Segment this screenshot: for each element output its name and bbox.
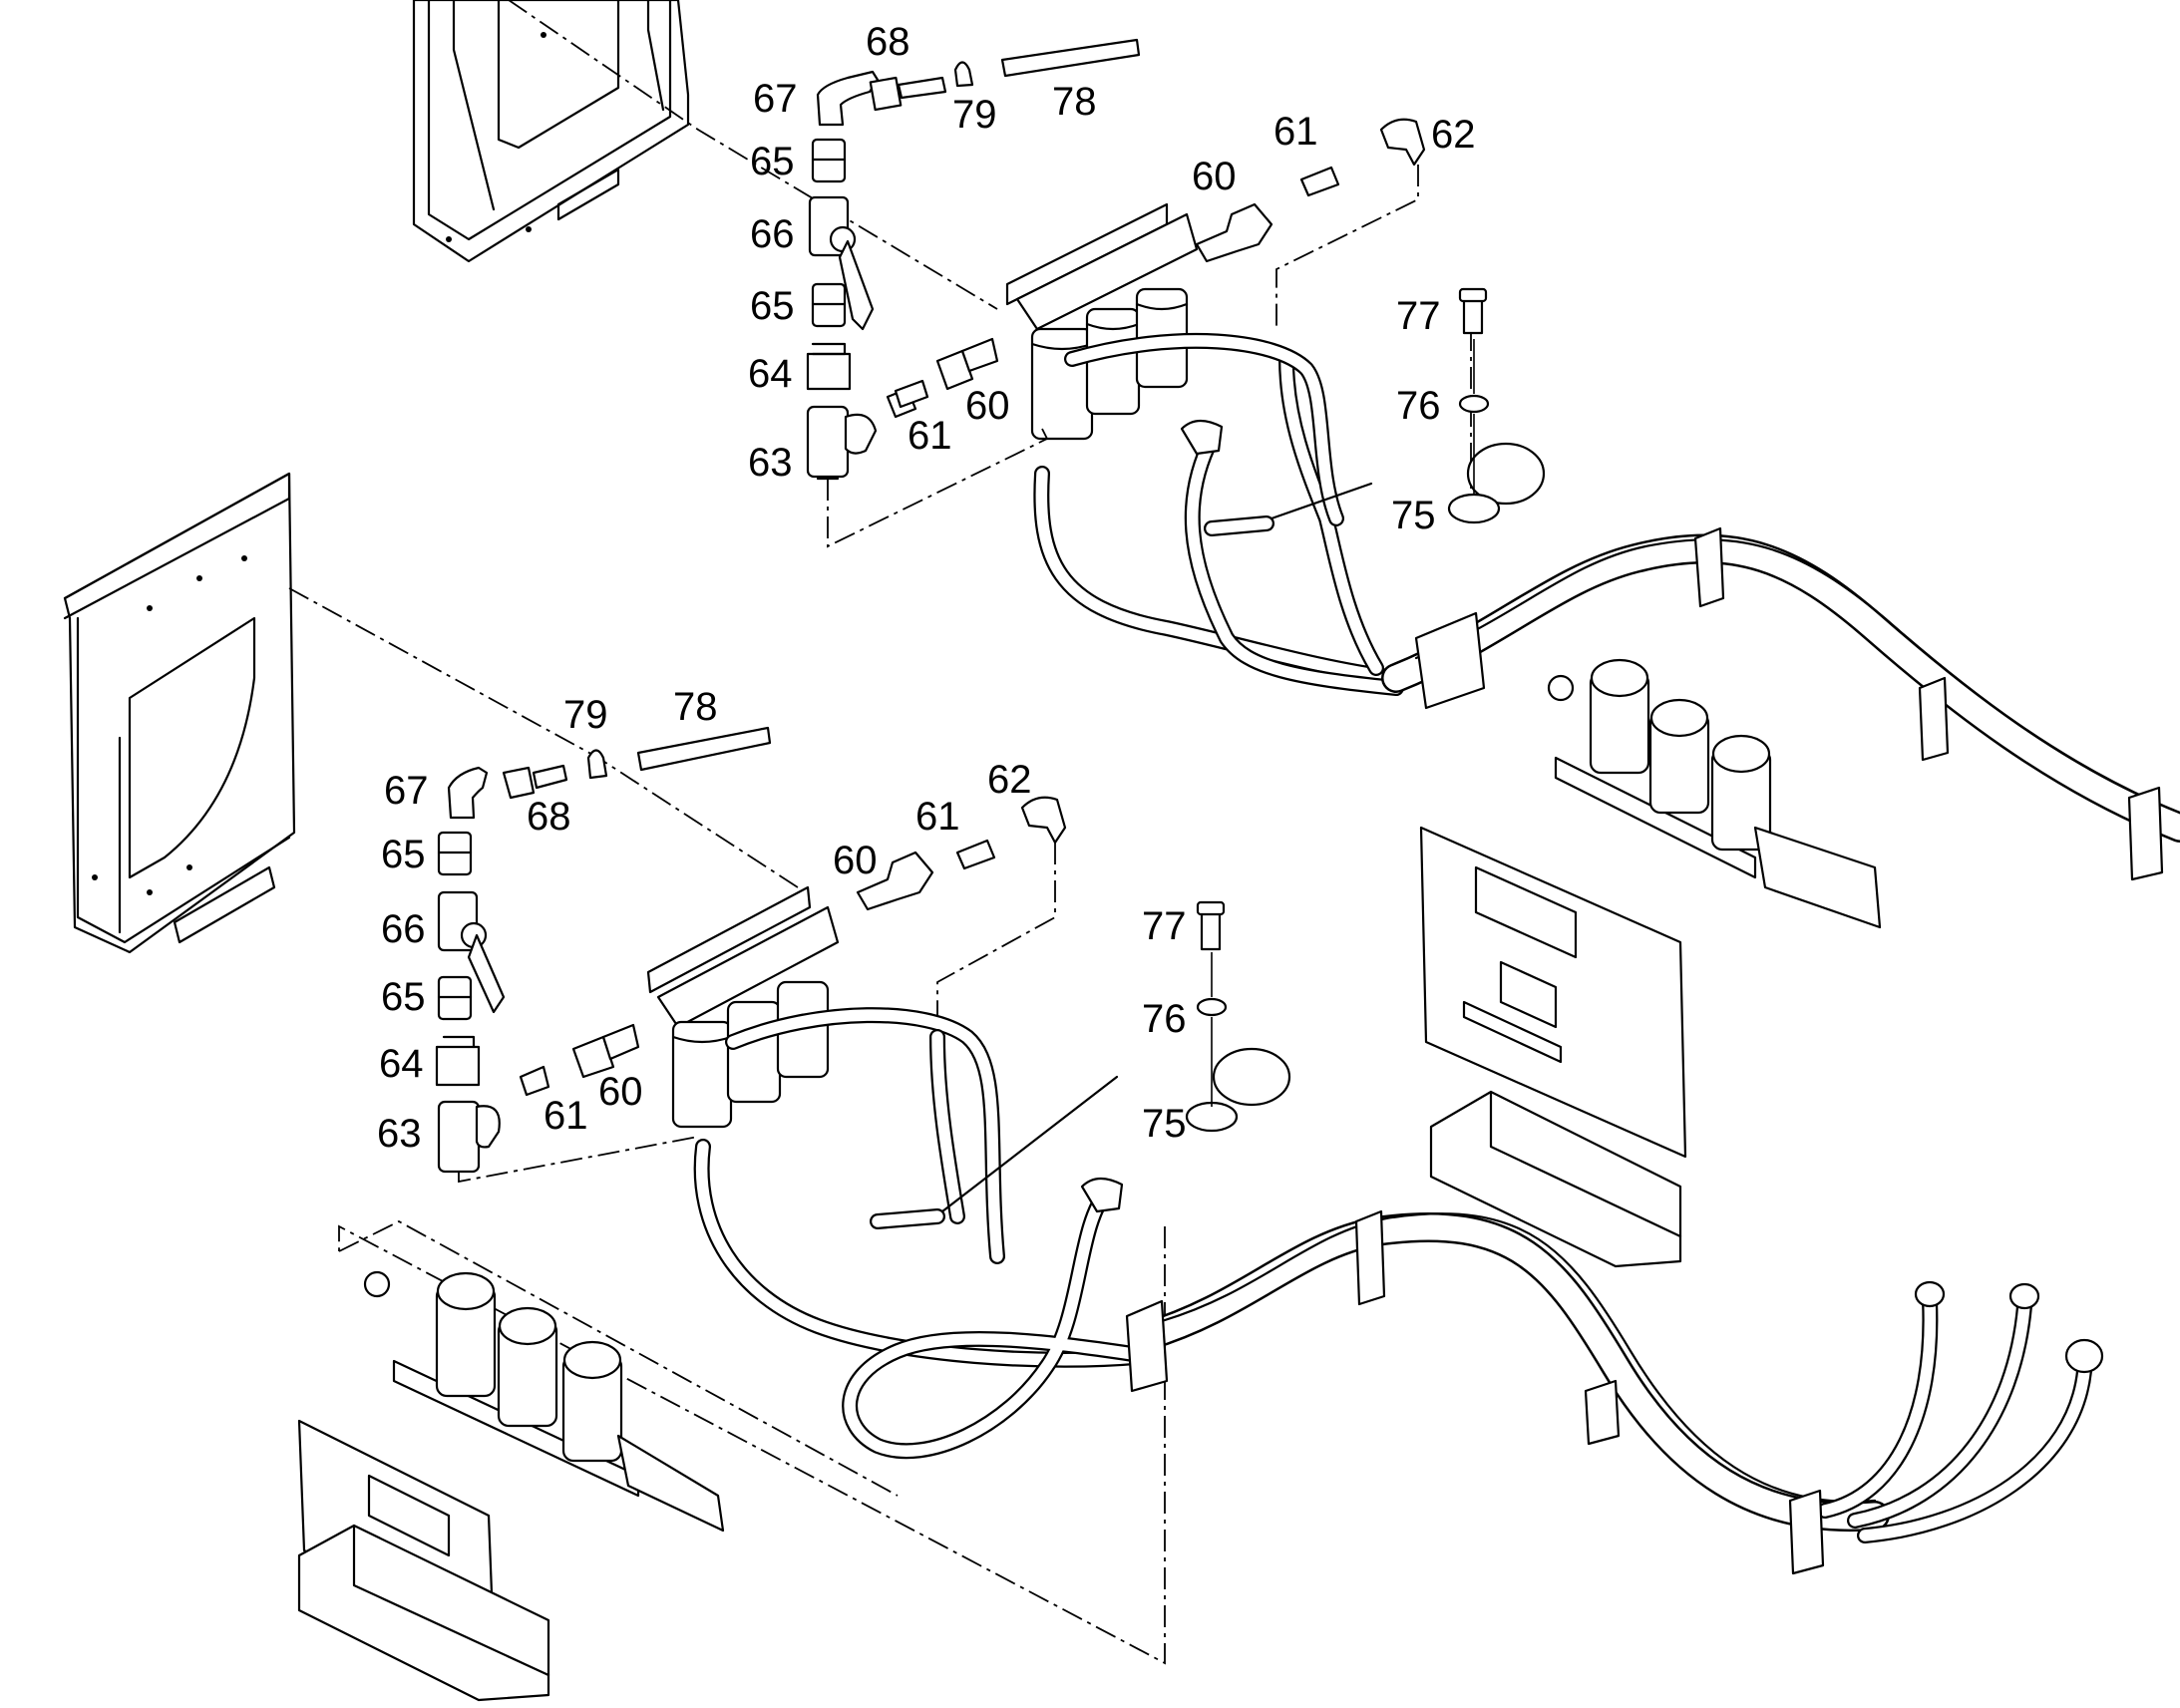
lower-clamp-hardware	[1185, 900, 1291, 1133]
callout-76-upper: 76	[1396, 384, 1441, 428]
lower-left-filter-unit	[297, 1270, 725, 1702]
callout-67-lower: 67	[384, 769, 429, 813]
callout-77-upper: 77	[1396, 294, 1441, 338]
callout-77-lower: 77	[1142, 904, 1187, 948]
callout-66-lower: 66	[381, 907, 426, 951]
callout-66-upper: 66	[750, 212, 795, 256]
lower-leader-a	[458, 1136, 699, 1184]
callout-68-upper: 68	[866, 20, 910, 64]
callout-75-lower: 75	[1142, 1102, 1187, 1146]
upper-leader-b	[1275, 165, 1419, 329]
callout-60a-lower: 60	[833, 839, 878, 882]
callout-60b-upper: 60	[965, 384, 1010, 428]
lower-assembly	[63, 472, 2104, 1702]
callout-61b-lower: 61	[544, 1094, 588, 1138]
callout-76-lower: 76	[1142, 997, 1187, 1041]
callout-61a-upper: 61	[1273, 110, 1318, 154]
upper-callouts: 68 67 79 78 65 66 65 64 63 61 60 60 61 6…	[748, 20, 1476, 537]
callout-78-upper: 78	[1052, 80, 1097, 124]
lower-mounting-bracket	[63, 472, 296, 954]
callout-63-upper: 63	[748, 441, 793, 485]
callout-61a-lower: 61	[915, 795, 960, 839]
upper-fitting-stack	[806, 38, 1141, 481]
callout-65a-upper: 65	[750, 140, 795, 183]
callout-78-lower: 78	[673, 685, 718, 729]
lower-hoses	[693, 1007, 2104, 1575]
callout-65b-lower: 65	[381, 975, 426, 1019]
callout-64-upper: 64	[748, 352, 793, 396]
upper-clamp-hardware	[1447, 287, 1546, 524]
upper-bracket-leader	[508, 0, 998, 310]
lower-leader-b	[936, 843, 1056, 1032]
callout-60b-lower: 60	[598, 1070, 643, 1114]
upper-mounting-bracket	[412, 0, 690, 263]
lower-leader-c	[338, 1224, 1166, 1665]
callout-75-upper: 75	[1391, 494, 1436, 537]
callout-68-lower: 68	[527, 795, 571, 839]
callout-67-upper: 67	[753, 77, 798, 121]
callout-63-lower: 63	[377, 1112, 422, 1156]
callout-62-lower: 62	[987, 758, 1032, 802]
callout-65b-upper: 65	[750, 284, 795, 328]
lower-leader-d	[338, 1219, 899, 1497]
callout-61b-upper: 61	[908, 414, 952, 458]
upper-hoses	[1033, 332, 2180, 881]
upper-filter-manifold	[1005, 118, 1426, 441]
callout-60a-upper: 60	[1192, 155, 1237, 198]
upper-leader-a	[827, 428, 1049, 548]
callout-62-upper: 62	[1431, 113, 1476, 157]
upper-right-filter-unit	[1419, 658, 1882, 1268]
callout-79-upper: 79	[952, 93, 997, 137]
callout-64-lower: 64	[379, 1042, 424, 1086]
callout-79-lower: 79	[563, 693, 608, 737]
lower-callouts: 79 78 62 67 68 61 60 65 66 77 65 76 64 6…	[377, 685, 1187, 1156]
lower-filter-manifold	[646, 796, 1067, 1129]
upper-assembly	[412, 0, 2180, 1268]
lower-fitting-stack	[435, 726, 772, 1174]
callout-65a-lower: 65	[381, 833, 426, 876]
